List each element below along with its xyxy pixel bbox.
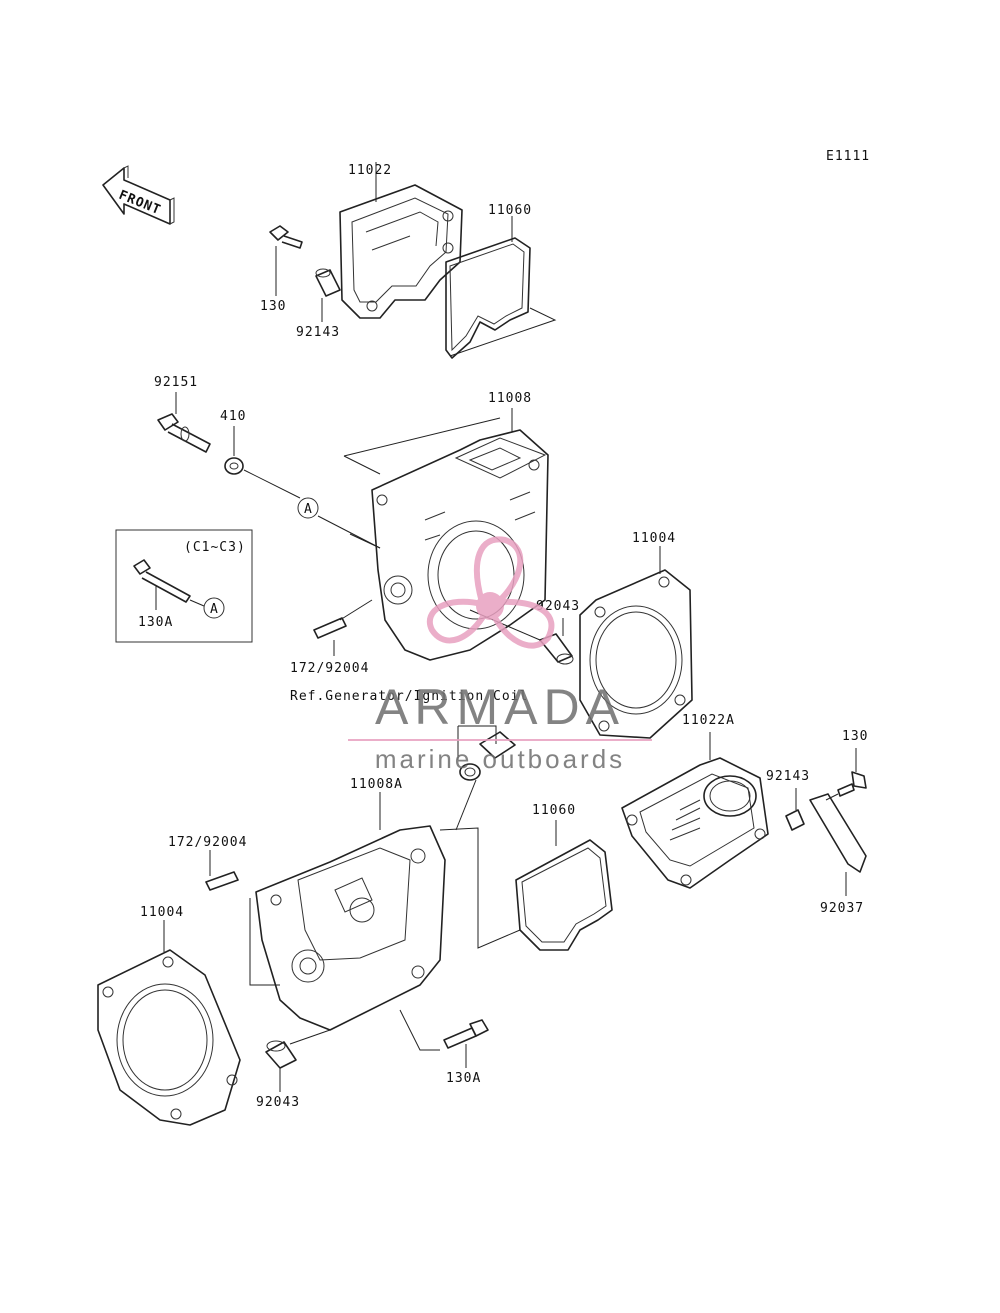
label-172-bottom: 172/92004 — [168, 835, 247, 850]
cylinder-head-cover-top — [339, 184, 463, 319]
stud-172-bottom — [205, 871, 239, 891]
bolt-130A-box — [133, 559, 191, 603]
label-92143-top: 92143 — [296, 325, 340, 340]
dowel-92143-right — [785, 809, 805, 831]
stud-92151 — [157, 413, 211, 453]
label-92043-bottom: 92043 — [256, 1095, 300, 1110]
bolt-130A-bottom — [443, 1019, 489, 1049]
label-130A-box: 130A — [138, 615, 173, 630]
ref-note: Ref.Generator/Ignition Coil — [290, 689, 528, 704]
armada-watermark: ARMADA marine outboards — [348, 536, 652, 774]
spark-plug-part — [459, 731, 516, 781]
label-11060-top: 11060 — [488, 203, 532, 218]
label-11022: 11022 — [348, 163, 392, 178]
connector-a-top — [297, 497, 319, 519]
gasket-mid — [515, 839, 613, 951]
label-11060-mid: 11060 — [532, 803, 576, 818]
bracket-92037 — [809, 793, 867, 873]
label-92037: 92037 — [820, 901, 864, 916]
watermark-tagline: marine outboards — [375, 744, 625, 774]
label-11004-right: 11004 — [632, 531, 676, 546]
dowel-92043-bottom — [265, 1040, 297, 1069]
svg-text:A: A — [304, 502, 313, 517]
dowel-92143-top — [315, 268, 341, 297]
connector-a-box — [203, 597, 225, 619]
label-410: 410 — [220, 409, 246, 424]
head-gasket-right — [579, 569, 693, 739]
diagram-code: E1111 — [826, 149, 870, 164]
head-gasket-left — [97, 949, 241, 1126]
variant-box — [115, 529, 253, 643]
bolt-130-top — [269, 225, 303, 249]
label-11004-left: 11004 — [140, 905, 184, 920]
washer-410 — [224, 457, 244, 475]
cylinder-head-cover-right — [621, 757, 769, 889]
watermark-brand: ARMADA — [375, 679, 625, 735]
cylinder-11008A — [255, 825, 446, 1031]
bolt-130-right — [837, 771, 867, 797]
propeller-logo-icon — [427, 536, 555, 649]
gasket-top — [445, 237, 531, 359]
label-130A-bottom: 130A — [446, 1071, 481, 1086]
variant-box-label: (C1~C3) — [184, 540, 246, 555]
label-130-top: 130 — [260, 299, 286, 314]
cylinder-11008 — [371, 429, 549, 661]
label-11008A: 11008A — [350, 777, 403, 792]
stud-172-top — [313, 617, 347, 639]
label-172-top: 172/92004 — [290, 661, 369, 676]
label-11022A: 11022A — [682, 713, 735, 728]
front-arrow-icon: FRONT — [102, 165, 175, 225]
label-11008: 11008 — [488, 391, 532, 406]
label-92151: 92151 — [154, 375, 198, 390]
svg-text:A: A — [210, 602, 219, 617]
label-92143-right: 92143 — [766, 769, 810, 784]
label-130-right: 130 — [842, 729, 868, 744]
